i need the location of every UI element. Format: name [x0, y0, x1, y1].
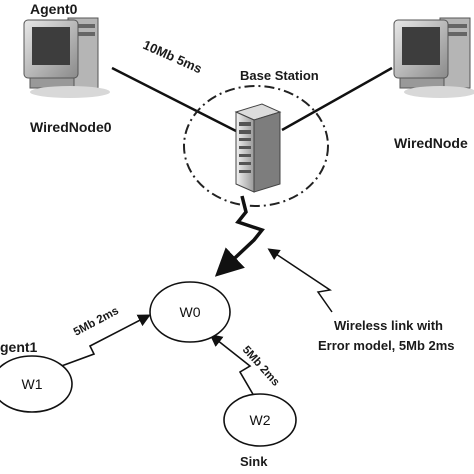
computer-icon-agent0: [23, 17, 110, 98]
link-w2-w0: [209, 334, 255, 397]
sink-label: Sink: [240, 454, 268, 469]
wirednode0-label: WiredNode0: [30, 119, 112, 135]
wirednode-right-label: WiredNode: [394, 135, 468, 151]
wireless-label-line1: Wireless link with: [334, 318, 443, 333]
node-w2-label: W2: [250, 412, 271, 428]
wireless-link-bs-w0: [214, 195, 265, 277]
agent1-label: gent1: [0, 339, 38, 355]
base-station-coverage: [183, 85, 329, 207]
wireless-label-line2: Error model, 5Mb 2ms: [318, 338, 455, 353]
server-tower-icon: [234, 103, 282, 193]
wired-link-left: [111, 66, 239, 134]
agent0-label: Agent0: [30, 1, 78, 17]
link-w1-w0: [55, 314, 151, 369]
node-w1-label: W1: [22, 376, 43, 392]
wired-link-label: 10Mb 5ms: [141, 37, 205, 76]
wireless-annotation-arrow: [267, 248, 333, 313]
node-w0-circle: [149, 281, 231, 343]
base-station-label: Base Station: [240, 68, 319, 83]
node-w1-circle: [0, 355, 73, 413]
computer-icon-wirednode-right: [393, 17, 474, 98]
node-w2-circle: [223, 393, 297, 447]
wired-link-right: [281, 66, 393, 132]
node-w0-label: W0: [180, 304, 201, 320]
